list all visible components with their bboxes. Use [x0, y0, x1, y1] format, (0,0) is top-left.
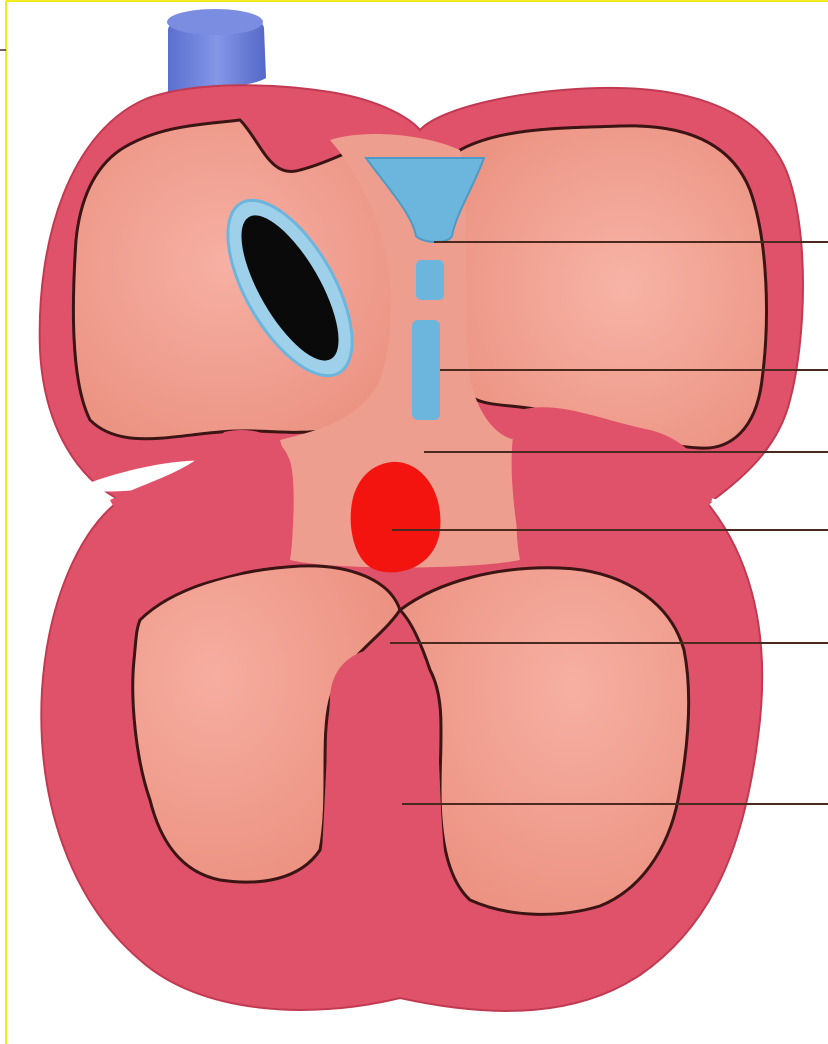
blue-cap [167, 9, 266, 92]
duct-segment-upper [416, 260, 444, 300]
blue-duct-segments [412, 260, 444, 420]
septum [320, 648, 448, 895]
duct-segment-lower [412, 320, 440, 420]
blue-cap-top [167, 9, 263, 35]
upper-right-chamber [449, 126, 766, 448]
